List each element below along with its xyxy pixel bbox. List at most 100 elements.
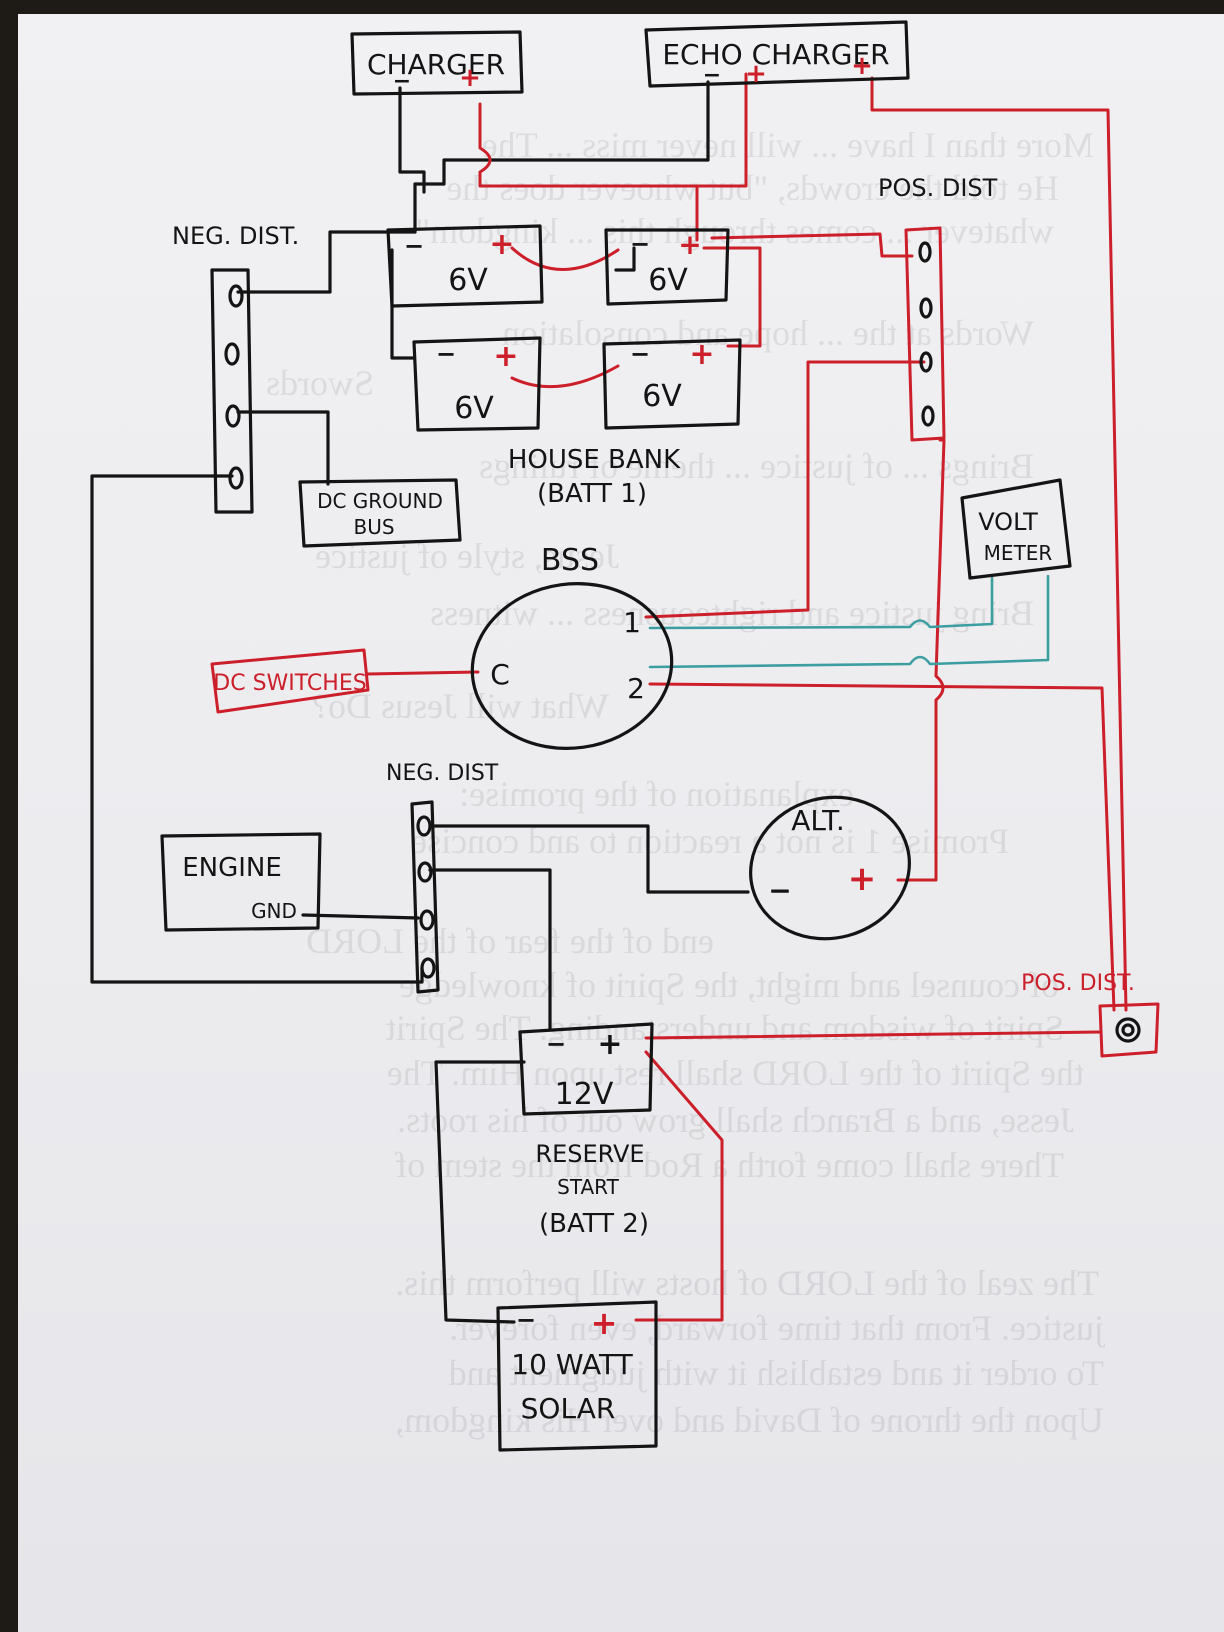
terminal	[416, 815, 432, 837]
echo-charger-box	[644, 20, 910, 88]
engine-box	[160, 832, 322, 932]
bss-2-to-pos-dist	[648, 682, 1116, 1012]
reserve-label: START	[557, 1175, 619, 1199]
battery-voltage-label: 12V	[555, 1077, 614, 1112]
house-bank-title: HOUSE BANK	[508, 445, 681, 475]
bss-body	[470, 582, 674, 750]
ghost-line: of counsel and might, the Spirit of know…	[399, 965, 1059, 1005]
ghost-line: More than I have ... will never miss ...…	[482, 125, 1094, 165]
terminal	[919, 297, 933, 319]
battery-positive-sign: +	[597, 1027, 622, 1062]
house-bank-subtitle: (BATT 1)	[537, 479, 647, 509]
solar-negative-sign: −	[516, 1306, 536, 1334]
bss-terminal-c: C	[490, 658, 510, 691]
alternator: ALT. − +	[749, 795, 911, 941]
ghost-line: Upon the throne of David and over His ki…	[395, 1400, 1104, 1440]
house-jumper-top	[510, 246, 620, 271]
dc-ground-bus-box	[298, 478, 462, 548]
terminal	[919, 351, 933, 373]
dc-ground-bus-label: BUS	[353, 515, 394, 539]
ghost-line: whatever ... comes through this ... king…	[415, 211, 1054, 251]
solar-label: SOLAR	[521, 1392, 616, 1425]
dc-ground-bus-label: DC GROUND	[317, 489, 443, 513]
chargers-positive-wire	[478, 72, 748, 188]
positive-wiring	[365, 72, 1128, 1322]
bss-label: BSS	[541, 543, 599, 578]
house-positive-to-pos-dist	[710, 232, 914, 258]
solar-negative-wire	[434, 1060, 526, 1324]
pos-dist-bottom: POS. DIST.	[1021, 971, 1160, 1058]
solar-positive-sign: +	[591, 1304, 618, 1342]
ghost-line: The zeal of the LORD of hosts will perfo…	[395, 1263, 1099, 1303]
echo-charger-label: ECHO CHARGER	[662, 38, 889, 71]
ghost-line: Swords	[266, 363, 374, 403]
pos-dist-top: POS. DIST	[878, 174, 998, 442]
paper-sheet	[18, 14, 1224, 1632]
bss-terminal-2: 2	[627, 672, 645, 705]
ghost-line: He told the crowds, "but whoever does th…	[446, 168, 1059, 208]
volt-meter-label: VOLT	[978, 508, 1038, 536]
ghost-line: justice. From that time forward, even fo…	[449, 1308, 1106, 1348]
battery-6v	[386, 224, 544, 308]
terminal	[228, 466, 244, 490]
neg-dist-bottom-bar	[410, 800, 440, 994]
reserve-positive-to-pos-dist	[644, 1030, 1102, 1040]
terminal	[1121, 1023, 1135, 1037]
alternator-negative-sign: −	[768, 874, 791, 907]
battery-voltage-label: 6V	[642, 379, 682, 414]
battery-6v	[602, 338, 742, 430]
battery-selector-switch: BSS 1 2 C	[470, 543, 674, 750]
pos-dist-bottom-label: POS. DIST.	[1021, 971, 1135, 996]
terminal	[417, 861, 433, 883]
charger-box	[350, 30, 524, 96]
engine: ENGINE GND	[160, 832, 322, 932]
alternator-positive-sign: +	[848, 859, 877, 899]
terminal	[224, 342, 240, 366]
charger-negative-sign: −	[393, 69, 411, 94]
dc-switches: DC SWITCHES	[210, 648, 370, 714]
echo-charger-negative-wire	[413, 80, 710, 234]
house-jumper-bottom	[510, 364, 620, 389]
dc-switches-label: DC SWITCHES	[213, 671, 366, 696]
negative-wiring	[90, 80, 750, 1324]
neg-dist-top-label: NEG. DIST.	[172, 222, 299, 250]
terminal	[419, 909, 435, 931]
solar-label: 10 WATT	[511, 1348, 633, 1381]
ghost-line: end of the fear of the LORD	[306, 921, 714, 961]
echo-charger-negative-sign: −	[703, 63, 721, 88]
pos-dist-top-label: POS. DIST	[878, 174, 998, 202]
battery-negative-sign: −	[436, 340, 456, 368]
echo-charger-positive-to-pos-dist	[870, 76, 1128, 1012]
solar-panel-box	[496, 1300, 658, 1452]
ghost-line: Words at the ... hope and consolation	[502, 313, 1034, 353]
show-through-text: More than I have ... will never miss ...…	[266, 125, 1106, 1440]
ghost-line: Spirit of wisdom and understanding. The …	[386, 1008, 1064, 1048]
alternator-body	[749, 795, 911, 941]
echo-charger-positive-sign-2: +	[851, 51, 873, 81]
battery-negative-sign: −	[546, 1030, 566, 1058]
neg-dist-top-bar	[210, 268, 254, 514]
terminal	[225, 404, 241, 428]
terminal	[1115, 1017, 1141, 1043]
echo-charger: ECHO CHARGER + − +	[644, 20, 910, 89]
ghost-line: To order it and establish it with judgme…	[449, 1353, 1104, 1393]
pos-dist-top-bar	[904, 226, 946, 442]
echo-charger-positive-sign: +	[745, 59, 767, 89]
volt-meter-wiring	[648, 574, 1050, 669]
bss-terminal-1: 1	[623, 606, 641, 639]
battery-positive-sign: +	[489, 227, 514, 262]
pos-dist-to-bss-1	[644, 360, 926, 619]
house-series-jumper	[702, 246, 762, 348]
dc-switches-box	[210, 648, 370, 714]
dc-ground-bus: DC GROUND BUS	[298, 478, 462, 548]
engine-ground-wire	[301, 913, 420, 920]
alternator-negative-wire	[428, 824, 750, 894]
pos-dist-to-alternator	[896, 438, 946, 882]
battery-6v	[412, 336, 542, 432]
volt-meter-label: METER	[984, 541, 1053, 565]
volt-meter: VOLT METER	[960, 478, 1072, 580]
battery-negative-sign: −	[630, 340, 650, 368]
battery-positive-sign: +	[678, 228, 701, 261]
terminal	[918, 241, 932, 263]
